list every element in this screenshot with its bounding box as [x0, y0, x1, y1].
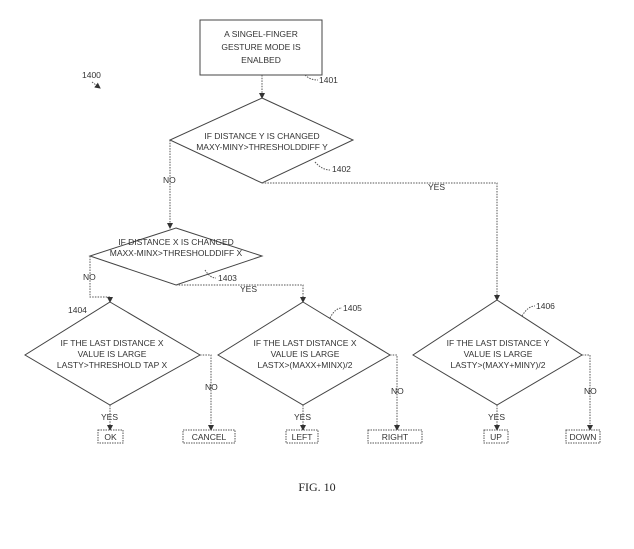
label-1402-no: NO	[163, 175, 176, 185]
ref-leader-1403	[204, 269, 217, 279]
decision-1402-text-2: MAXY-MINY>THRESHOLDDIFF Y	[196, 142, 328, 152]
decision-1403-text-2: MAXX-MINX>THRESHOLDDIFF X	[110, 248, 243, 258]
ref-1402: 1402	[332, 164, 351, 174]
ref-1403: 1403	[218, 273, 237, 283]
label-1406-no: NO	[584, 386, 597, 396]
decision-1404-text-1: IF THE LAST DISTANCE X	[61, 338, 164, 348]
label-1403-yes: YES	[240, 284, 257, 294]
ref-1406: 1406	[536, 301, 555, 311]
start-text-3: ENALBED	[241, 55, 281, 65]
ref-1401: 1401	[319, 75, 338, 85]
ref-1404: 1404	[68, 305, 87, 315]
arrow-1404-no	[200, 354, 214, 431]
label-1404-yes: YES	[101, 412, 118, 422]
result-left-text: LEFT	[292, 432, 313, 442]
decision-1405-text-3: LASTX>(MAXX+MINX)/2	[258, 360, 353, 370]
arrow-1403-no	[89, 256, 113, 303]
ref-1405: 1405	[343, 303, 362, 313]
result-down-text: DOWN	[570, 432, 597, 442]
label-1404-no: NO	[205, 382, 218, 392]
label-1403-no: NO	[83, 272, 96, 282]
arrow-1403-yes	[176, 284, 306, 303]
decision-1406-text-2: VALUE IS LARGE	[464, 349, 533, 359]
result-up-text: UP	[490, 432, 502, 442]
start-text-1: A SINGEL-FINGER	[224, 29, 298, 39]
decision-1402-text-1: IF DISTANCE Y IS CHANGED	[204, 131, 319, 141]
ref-leader-1405	[329, 307, 343, 319]
decision-1404-text-3: LASTY>THRESHOLD TAP X	[57, 360, 168, 370]
decision-1406-text-1: IF THE LAST DISTANCE Y	[447, 338, 550, 348]
ref-leader-1406	[521, 305, 536, 317]
label-1406-yes: YES	[488, 412, 505, 422]
result-down	[565, 429, 601, 444]
start-text-2: GESTURE MODE IS	[221, 42, 301, 52]
ref-leader-1401	[304, 74, 319, 81]
start-box	[199, 19, 323, 76]
label-1402-yes: YES	[428, 182, 445, 192]
arrow-1405-no	[390, 354, 400, 431]
result-cancel	[182, 429, 236, 444]
label-1405-yes: YES	[294, 412, 311, 422]
result-left	[285, 429, 319, 444]
decision-1405-text-1: IF THE LAST DISTANCE X	[254, 338, 357, 348]
result-ok	[97, 429, 124, 444]
ref-leader-1402	[314, 161, 331, 171]
arrow-1402-yes	[262, 182, 500, 301]
result-cancel-text: CANCEL	[192, 432, 227, 442]
decision-1405-text-2: VALUE IS LARGE	[271, 349, 340, 359]
diagram-ref-label: 1400	[82, 70, 101, 80]
result-up	[483, 429, 509, 444]
decision-1406-text-3: LASTY>(MAXY+MINY)/2	[451, 360, 546, 370]
result-right-text: RIGHT	[382, 432, 408, 442]
decision-1403-text-1: IF DISTANCE X IS CHANGED	[118, 237, 234, 247]
result-right	[367, 429, 423, 444]
diagram-ref-arrow	[91, 81, 101, 89]
figure-caption: FIG. 10	[298, 480, 335, 494]
result-ok-text: OK	[104, 432, 117, 442]
decision-1404-text-2: VALUE IS LARGE	[78, 349, 147, 359]
arrow-1406-no	[582, 354, 593, 431]
label-1405-no: NO	[391, 386, 404, 396]
